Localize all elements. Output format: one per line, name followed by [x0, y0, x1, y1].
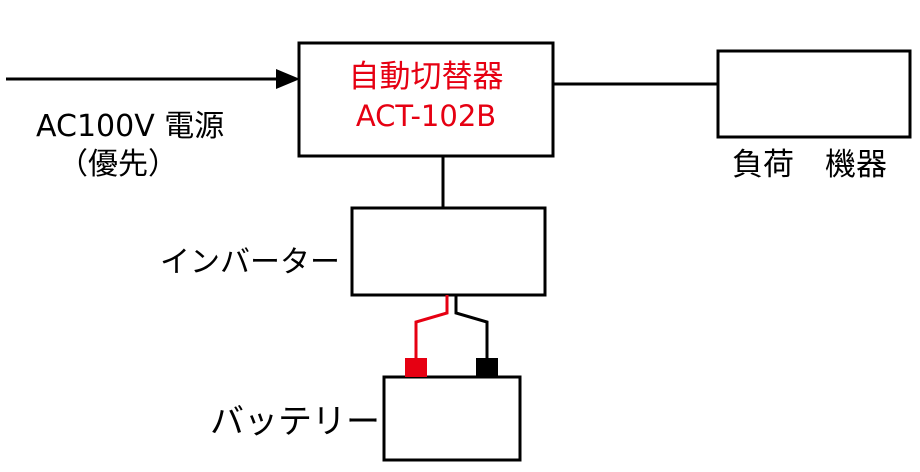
ac-source-note: （優先） — [58, 147, 178, 182]
switch-name: 自動切替器 — [348, 59, 504, 95]
battery-box — [382, 375, 522, 462]
inverter-label: インバーター — [160, 245, 340, 280]
positive-wire — [414, 295, 449, 360]
positive-terminal — [405, 358, 427, 377]
ac-source-label: AC100V 電源 — [36, 109, 225, 144]
negative-terminal — [476, 358, 498, 377]
inverter-box — [350, 206, 547, 297]
switch-box — [297, 41, 555, 158]
load-label: 負荷 機器 — [732, 147, 887, 183]
arrowhead-icon — [276, 69, 300, 89]
battery-label: バッテリー — [210, 402, 380, 442]
switch-model: ACT-102B — [355, 99, 497, 133]
load-box — [716, 49, 912, 139]
negative-wire — [454, 295, 489, 360]
